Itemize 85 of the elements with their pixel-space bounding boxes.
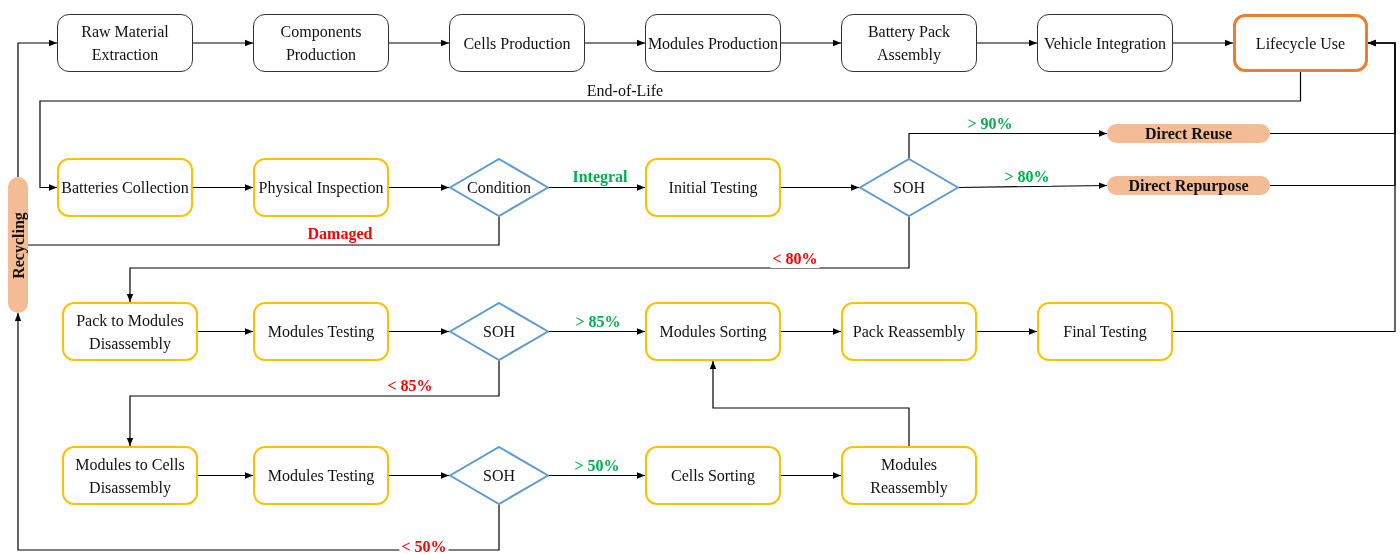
node-label: Recycling xyxy=(8,211,28,279)
arrow xyxy=(780,184,860,191)
process-box xyxy=(449,14,585,72)
outcome-pill xyxy=(8,177,28,313)
node-label: Condition xyxy=(467,178,531,198)
arrow xyxy=(192,184,254,191)
node-label: Initial Testing xyxy=(668,178,758,199)
arrow xyxy=(584,39,646,47)
node-label: Pack Reassembly xyxy=(852,322,966,343)
decision-diamond xyxy=(449,158,549,217)
node-label: SOH xyxy=(483,466,515,486)
node-label: SOH xyxy=(483,322,515,342)
arrow xyxy=(126,360,500,447)
node-label: Cells Production xyxy=(463,33,571,54)
decision-diamond xyxy=(859,158,959,217)
process-box xyxy=(841,446,977,505)
node-label: Modules to Cells Disassembly xyxy=(74,454,186,499)
process-box xyxy=(645,158,781,217)
arrow xyxy=(197,472,254,479)
outcome-pill xyxy=(1107,124,1270,143)
edge-label: > 80% xyxy=(1002,168,1052,186)
node-label: Vehicle Integration xyxy=(1043,33,1167,55)
process-box xyxy=(253,14,389,72)
arrow xyxy=(126,216,910,303)
arrow xyxy=(548,328,646,335)
node-label: Batteries Collection xyxy=(61,178,189,198)
arrow xyxy=(548,472,646,479)
arrow xyxy=(1172,39,1234,47)
arrow xyxy=(197,328,254,335)
arrow xyxy=(39,71,1302,191)
node-label: Direct Reuse xyxy=(1144,124,1233,143)
process-box xyxy=(841,14,977,72)
process-box xyxy=(841,302,977,361)
process-box xyxy=(645,446,781,505)
decision-diamond xyxy=(449,446,549,505)
node-label: Modules Testing xyxy=(267,466,375,487)
node-label: Modules Production xyxy=(647,33,779,54)
process-box xyxy=(253,158,389,217)
outcome-pill xyxy=(1107,176,1270,195)
edge-label: Integral xyxy=(570,168,630,186)
node-label: Direct Repurpose xyxy=(1128,176,1249,195)
node-label: Cells Sorting xyxy=(671,466,755,487)
arrow xyxy=(388,39,450,47)
node-label: Modules Reassembly xyxy=(869,454,949,499)
process-box xyxy=(1037,14,1173,72)
node-label: Lifecycle Use xyxy=(1255,33,1346,55)
arrow xyxy=(1172,39,1396,333)
arrow xyxy=(908,130,1108,159)
node-label: Components Production xyxy=(279,22,363,65)
process-box xyxy=(57,158,193,217)
process-box xyxy=(645,14,781,72)
process-box xyxy=(62,302,198,361)
arrow xyxy=(780,39,842,47)
edge-label: < 80% xyxy=(770,250,820,268)
node-label: Modules Testing xyxy=(267,322,375,343)
arrow xyxy=(388,184,450,191)
arrow xyxy=(388,328,450,335)
process-box xyxy=(1037,302,1173,361)
arrow xyxy=(780,328,842,335)
process-box xyxy=(645,302,781,361)
arrow xyxy=(976,39,1038,47)
edge-label: Damaged xyxy=(305,225,375,243)
process-box xyxy=(62,446,198,505)
arrow xyxy=(780,472,842,479)
arrow xyxy=(388,472,450,479)
node-label: Pack to Modules Disassembly xyxy=(75,310,185,355)
decision-diamond xyxy=(449,302,549,361)
arrow xyxy=(958,182,1108,189)
node-label: Physical Inspection xyxy=(258,178,384,199)
arrow xyxy=(548,184,646,191)
node-label: Raw Material Extraction xyxy=(80,22,170,65)
process-box xyxy=(253,302,389,361)
edge-label: < 50% xyxy=(399,538,449,554)
arrow xyxy=(14,312,500,551)
node-label: Battery Pack Assembly xyxy=(866,22,952,66)
process-box xyxy=(1233,14,1368,72)
node-label: Modules Sorting xyxy=(659,322,767,343)
arrow xyxy=(709,360,910,447)
process-box xyxy=(57,14,193,72)
node-label: Final Testing xyxy=(1063,322,1147,343)
arrow xyxy=(17,39,58,178)
node-label: SOH xyxy=(893,178,925,198)
arrow xyxy=(976,328,1038,335)
arrow xyxy=(192,39,254,47)
process-box xyxy=(253,446,389,505)
